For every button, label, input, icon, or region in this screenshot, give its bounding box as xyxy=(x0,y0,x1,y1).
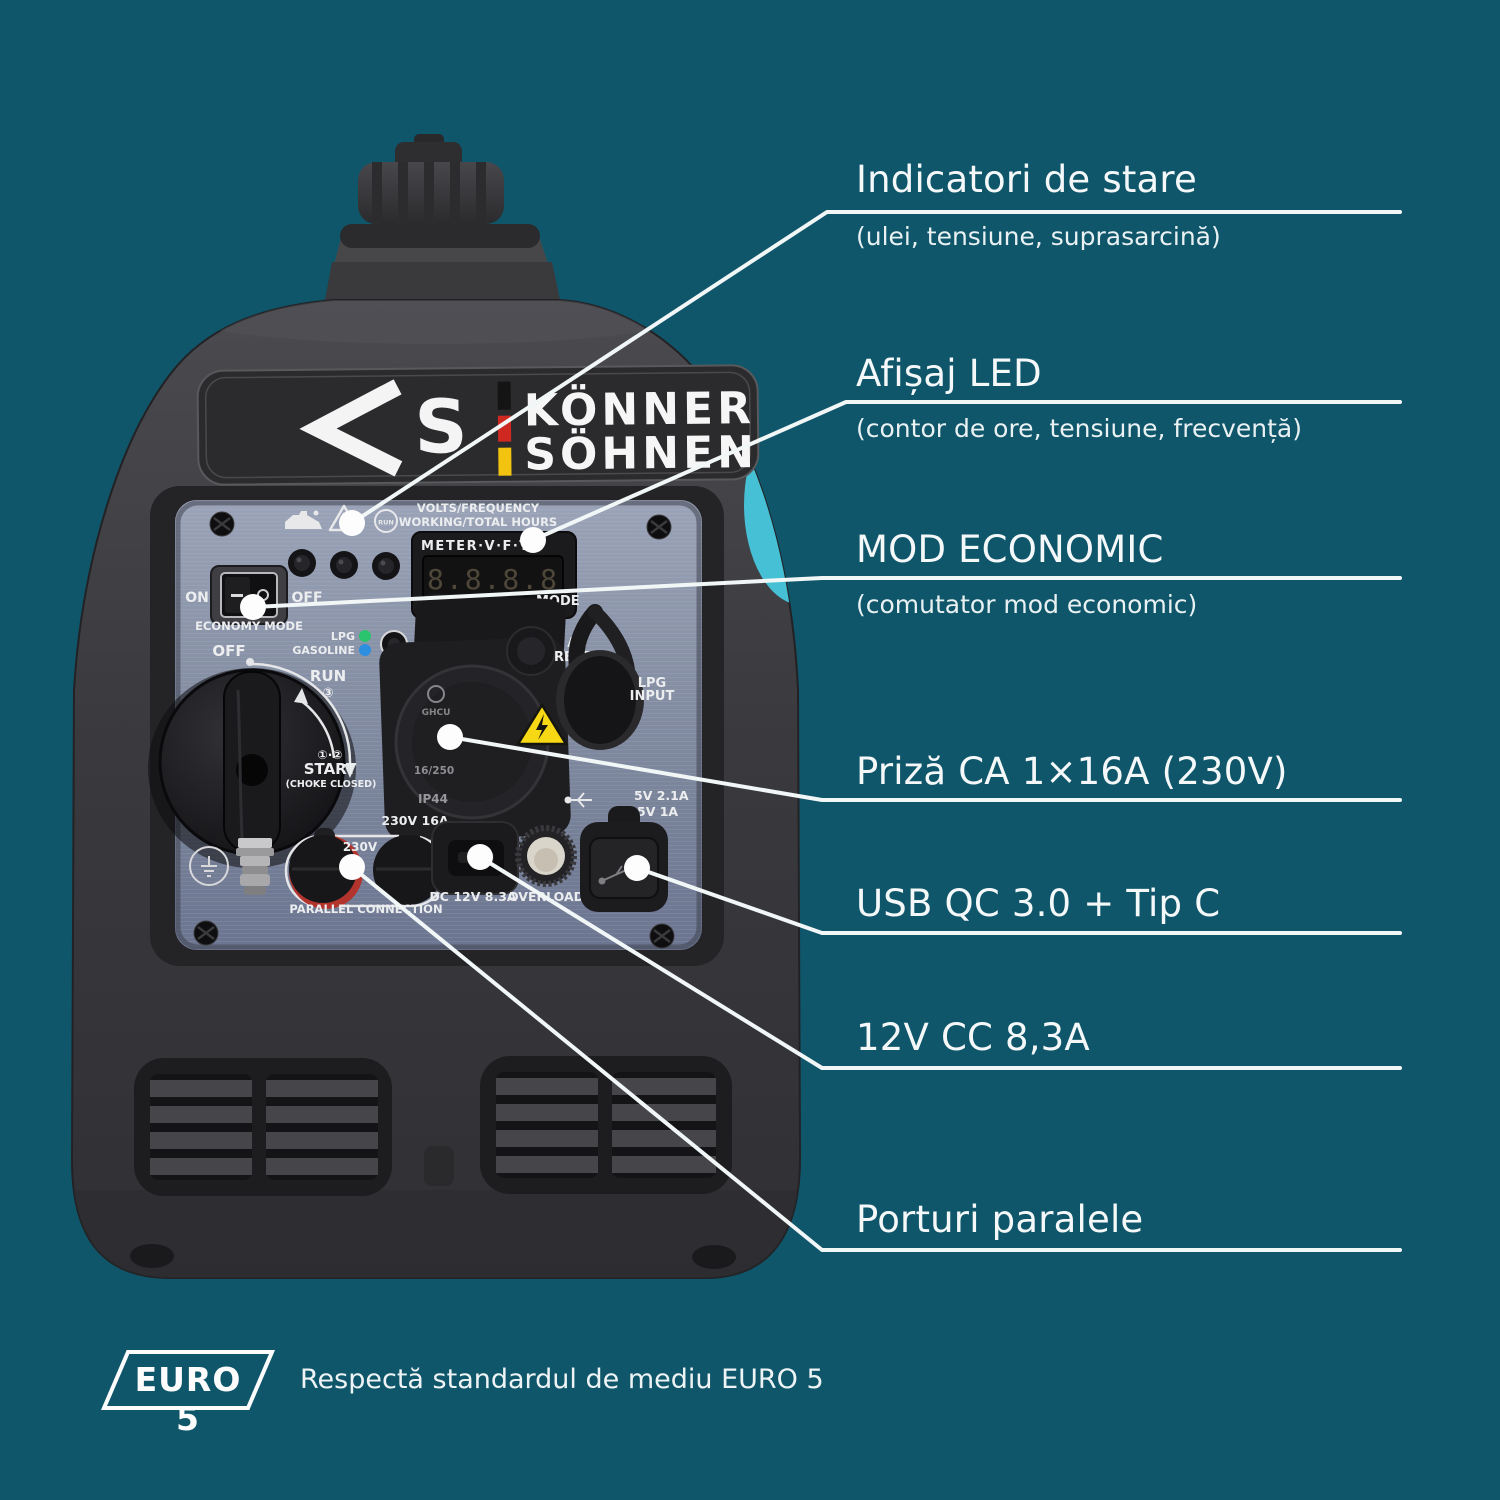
callout-line-indicators xyxy=(350,210,1402,525)
callout-dots xyxy=(240,510,650,881)
gasoline-blue-dot xyxy=(359,644,371,656)
run-icon: RUN xyxy=(374,509,398,533)
callout-dot-socket xyxy=(437,724,463,750)
lpg-input-label-1: LPG xyxy=(638,676,666,691)
meter-label: METER·V·F·T xyxy=(421,539,530,554)
parallel-voltage-label: 230V xyxy=(343,840,378,854)
callout-subtitle-display: (contor de ore, tensiune, frecvență) xyxy=(856,414,1302,443)
ghcu-logo-icon xyxy=(427,685,445,703)
display-value: 8.8.8.8 xyxy=(427,563,559,596)
overload-button: OVERLOAD xyxy=(508,825,584,904)
brand-line2: SÖHNEN xyxy=(524,425,758,480)
callout-line-usb xyxy=(635,866,1402,935)
euro5-badge xyxy=(100,1350,276,1410)
callout-dot-display xyxy=(520,527,546,553)
usb-qc-label: 5V 2.1A xyxy=(634,788,689,803)
footer-text: Respectă standardul de mediu EURO 5 xyxy=(300,1364,824,1395)
vent-grilles xyxy=(130,1056,736,1269)
brand-line1: KÖNNER xyxy=(524,381,756,436)
flag-divider-icon xyxy=(497,381,512,476)
socket-ip: IP44 xyxy=(418,792,448,806)
usb-icon xyxy=(564,792,592,808)
brand-plate: S KÖNNER SÖHNEN xyxy=(196,364,760,486)
callout-line-display xyxy=(531,400,1402,542)
callout-dot-usb xyxy=(624,855,650,881)
knob-choke-label: (CHOKE CLOSED) xyxy=(286,779,377,790)
usb-ports: 5V 2.1A 5V 1A xyxy=(564,788,689,912)
teal-accent-right xyxy=(744,405,800,605)
socket-voltage-label: 230V 16A xyxy=(381,813,449,828)
economy-mode-label: ECONOMY MODE xyxy=(195,619,303,633)
callout-line-socket xyxy=(448,735,1402,802)
callout-line-economy xyxy=(251,576,1402,609)
callout-title-parallel: Porturi paralele xyxy=(856,1198,1144,1241)
callout-line-parallel xyxy=(350,865,1402,1252)
high-voltage-icon xyxy=(516,703,568,746)
panel-screws xyxy=(193,511,675,949)
knob-off-label: OFF xyxy=(212,642,245,660)
fuel-cap xyxy=(325,134,560,300)
callout-dot-indicators xyxy=(339,510,365,536)
meter-header-2: WORKING/TOTAL HOURS xyxy=(399,515,557,529)
ground-terminal xyxy=(189,838,274,895)
callout-title-dc: 12V CC 8,3A xyxy=(856,1016,1090,1059)
callout-title-usb: USB QC 3.0 + Tip C xyxy=(856,882,1221,925)
meter-header-1: VOLTS/FREQUENCY xyxy=(417,501,540,515)
callout-title-socket: Priză CA 1×16A (230V) xyxy=(856,750,1288,793)
callout-title-display: Afișaj LED xyxy=(856,352,1042,395)
parallel-connection-label: PARALLEL CONNECTION xyxy=(289,902,442,916)
callout-dot-economy xyxy=(240,594,266,620)
lpg-green-dot xyxy=(359,630,371,642)
callout-dot-parallel xyxy=(339,854,365,880)
foot-right xyxy=(692,1245,736,1269)
callout-subtitle-indicators: (ulei, tensiune, suprasarcină) xyxy=(856,222,1221,251)
oil-icon xyxy=(285,510,322,529)
control-panel: RUN VOLTS/FREQUENCY WORKING/TOTAL HOURS … xyxy=(148,486,724,966)
callout-title-economy: MOD ECONOMIC xyxy=(856,528,1164,571)
dc-label: DC 12V 8.3A xyxy=(429,889,516,904)
start-knob: OFF RUN ③ ①·② START (CHOKE CLOSED) xyxy=(148,642,376,868)
socket-rating: 16/250 xyxy=(414,765,454,777)
usb-std-label: 5V 1A xyxy=(637,804,678,819)
callout-subtitle-economy: (comutator mod economic) xyxy=(856,590,1198,619)
led-display: VOLTS/FREQUENCY WORKING/TOTAL HOURS METE… xyxy=(399,501,580,619)
callout-title-indicators: Indicatori de stare xyxy=(856,158,1197,201)
svg-text:RUN: RUN xyxy=(378,519,394,527)
economy-on-label: ON xyxy=(185,590,209,606)
lpg-input: LPG INPUT xyxy=(556,604,675,750)
ground-icon xyxy=(189,846,229,886)
knob-run-label: RUN xyxy=(310,667,346,685)
socket-brand: GHCU xyxy=(422,708,451,718)
euro5-badge-label: EURO 5 xyxy=(134,1360,242,1438)
lpg-label: LPG xyxy=(331,630,355,643)
knob-run-step: ③ xyxy=(322,686,333,701)
foot-left xyxy=(130,1244,174,1268)
knob-start-steps: ①·② xyxy=(318,748,343,762)
teal-accent-top xyxy=(584,300,680,304)
lpg-input-label-2: INPUT xyxy=(630,689,675,704)
callout-line-dc xyxy=(478,855,1402,1070)
callout-lines xyxy=(251,210,1402,1252)
gasoline-label: GASOLINE xyxy=(292,644,355,657)
svg-text:S: S xyxy=(414,384,468,471)
knob-start-label: START xyxy=(304,760,357,778)
ks-logo-icon: S xyxy=(299,379,468,477)
callout-dot-dc xyxy=(467,844,493,870)
